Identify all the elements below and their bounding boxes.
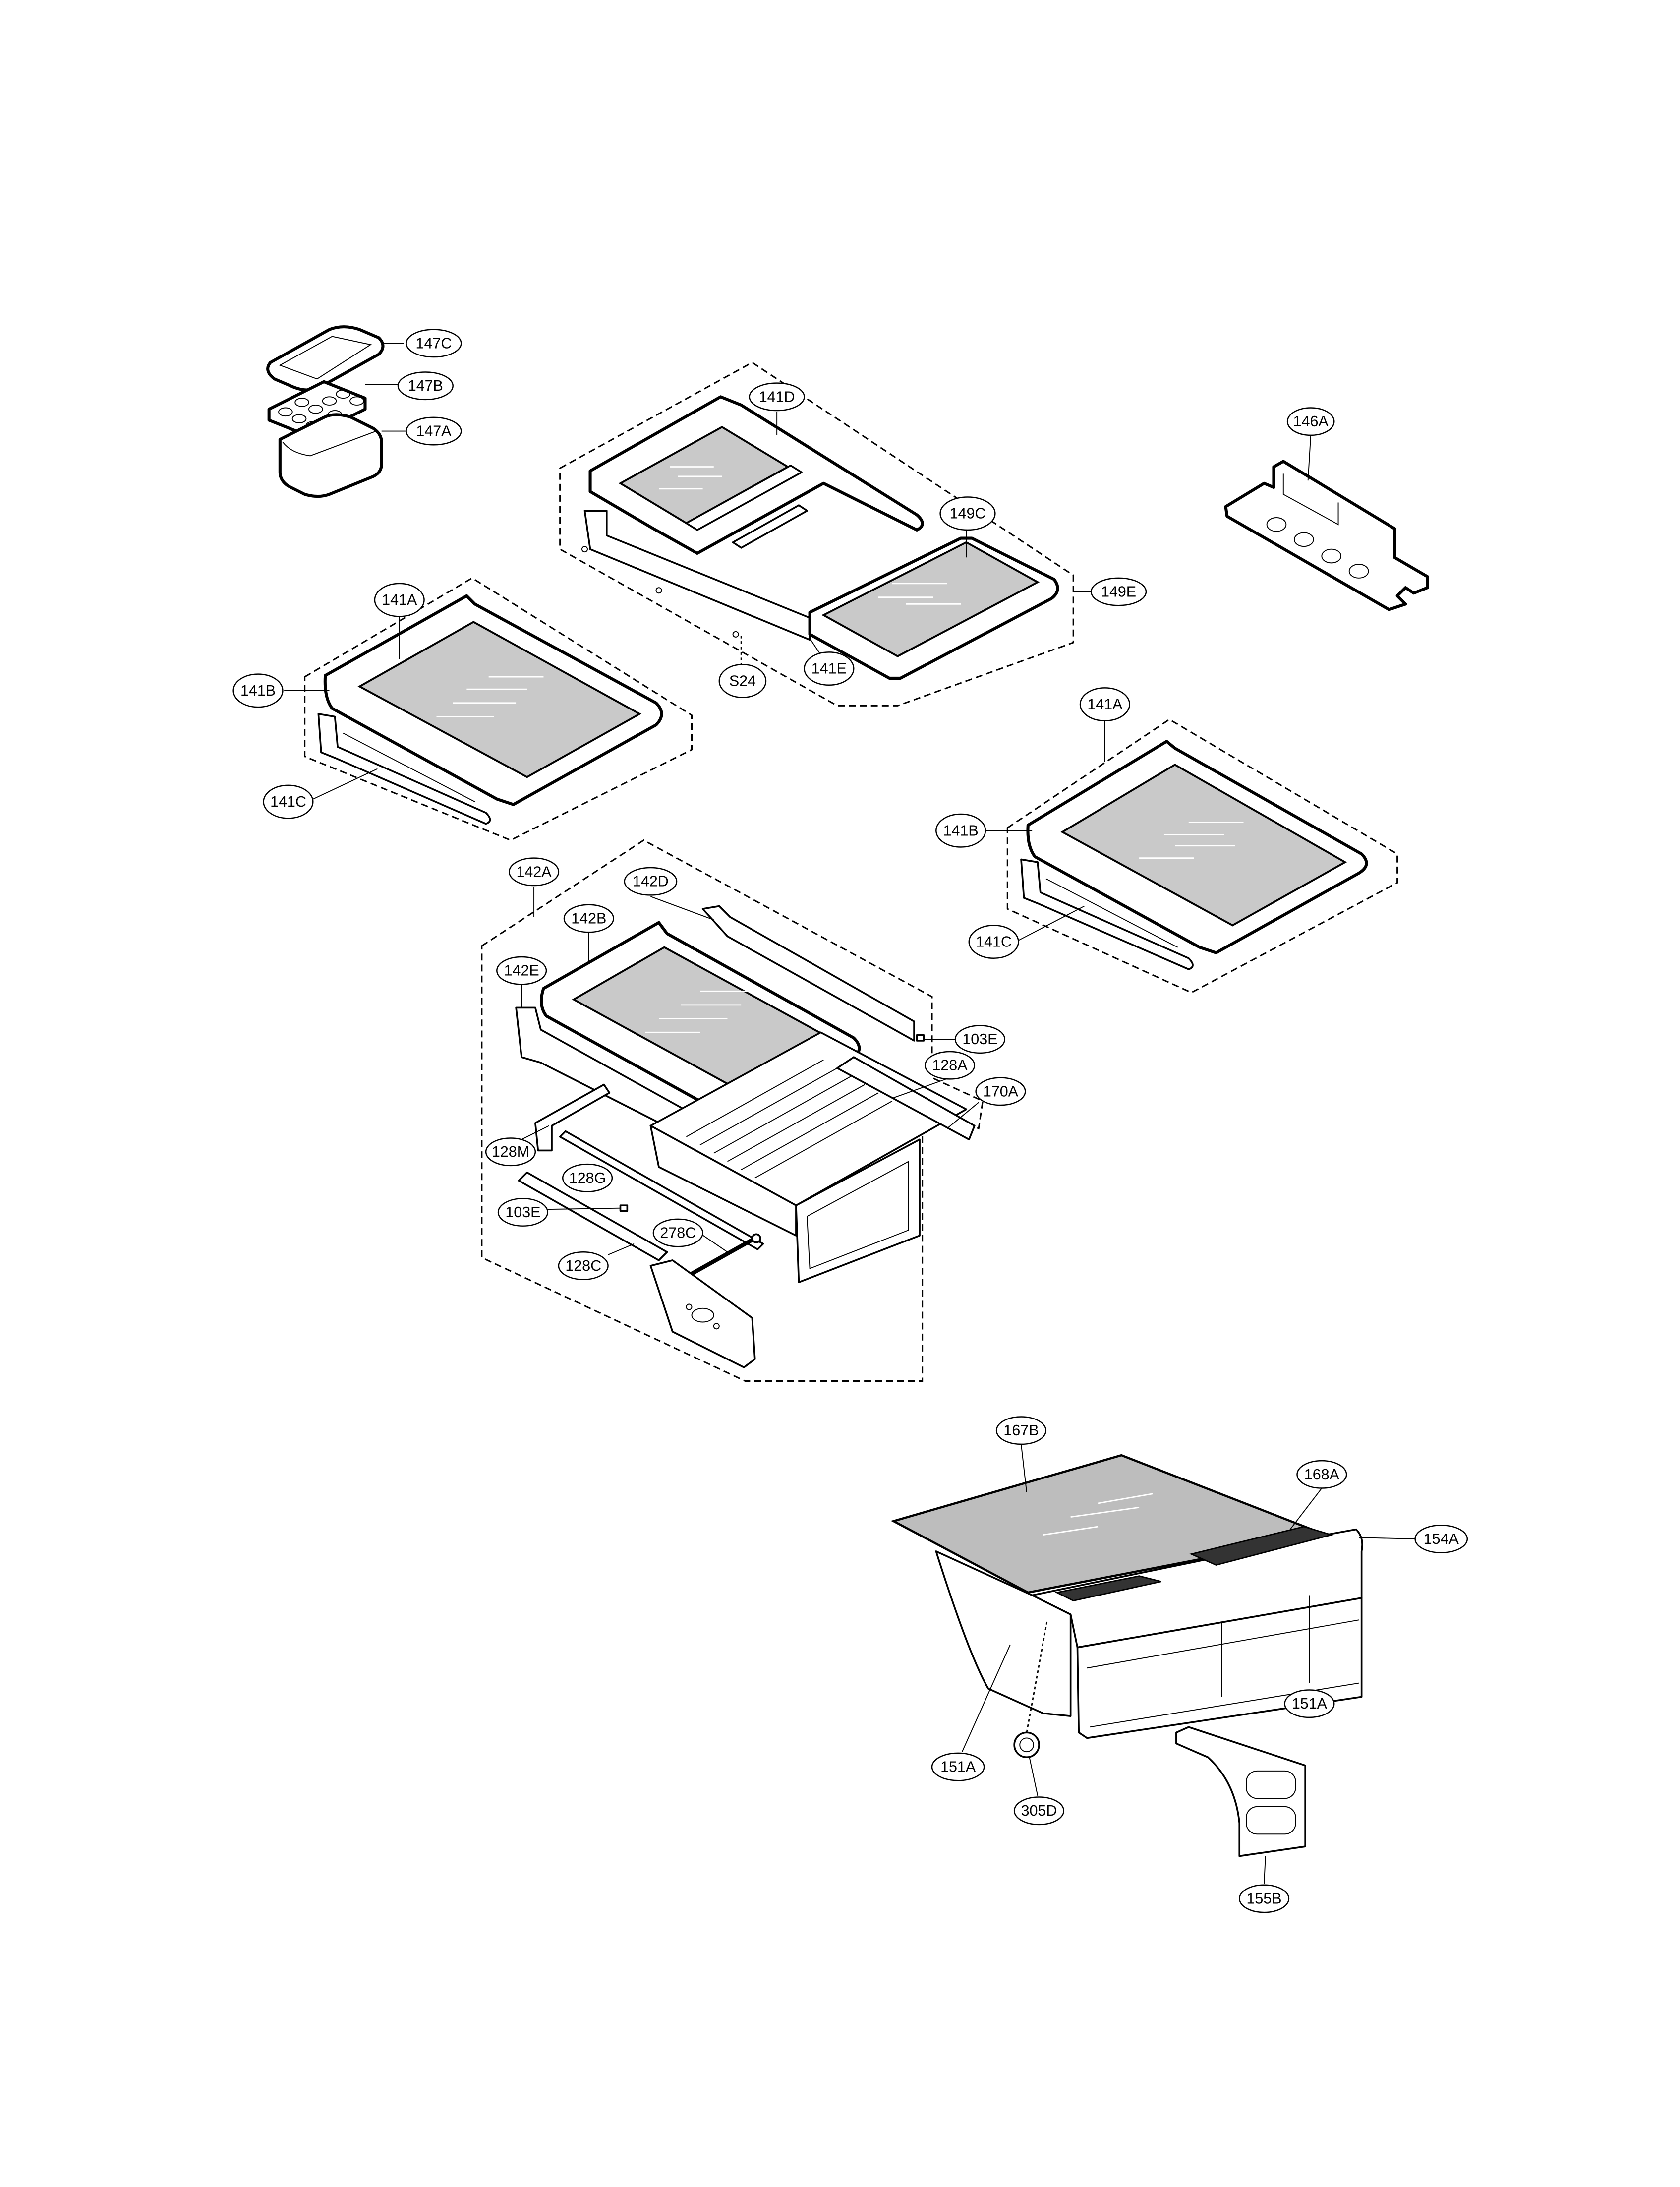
svg-text:154A: 154A: [1424, 1531, 1459, 1547]
svg-text:146A: 146A: [1293, 413, 1329, 430]
label-141A-right[interactable]: 141A: [1079, 687, 1130, 722]
svg-text:305D: 305D: [1021, 1802, 1057, 1819]
crisper-assembly: [890, 1454, 1363, 1857]
svg-text:141C: 141C: [270, 793, 306, 810]
label-142A[interactable]: 142A: [508, 857, 560, 887]
label-146A[interactable]: 146A: [1286, 407, 1335, 436]
svg-text:167B: 167B: [1003, 1422, 1039, 1439]
label-147B[interactable]: 147B: [397, 371, 454, 401]
label-147C[interactable]: 147C: [406, 329, 462, 358]
leader-lines-egg-tray: [365, 343, 406, 432]
svg-text:141A: 141A: [382, 591, 417, 608]
label-149C[interactable]: 149C: [939, 496, 996, 531]
label-141B-right[interactable]: 141B: [935, 813, 986, 848]
svg-text:278C: 278C: [660, 1225, 696, 1241]
right-shelf-assembly: [1006, 718, 1398, 994]
label-103E-bottom[interactable]: 103E: [497, 1198, 548, 1227]
svg-text:141A: 141A: [1087, 696, 1123, 713]
pantry-drawer-assembly: [481, 839, 984, 1382]
egg-tray-assembly: [266, 325, 385, 498]
label-141C-right[interactable]: 141C: [968, 925, 1019, 959]
svg-text:151A: 151A: [1292, 1695, 1328, 1712]
svg-text:141E: 141E: [811, 660, 847, 677]
svg-text:149C: 149C: [950, 505, 986, 522]
label-141C-left[interactable]: 141C: [263, 784, 314, 819]
label-142D[interactable]: 142D: [624, 867, 678, 896]
label-278C[interactable]: 278C: [652, 1218, 703, 1247]
svg-text:147A: 147A: [416, 423, 452, 440]
label-128A[interactable]: 128A: [924, 1051, 976, 1080]
label-141B-left[interactable]: 141B: [232, 673, 284, 708]
svg-text:147B: 147B: [408, 377, 443, 394]
leader-lines-left-shelf: [284, 615, 400, 801]
label-154A[interactable]: 154A: [1414, 1525, 1468, 1553]
svg-text:103E: 103E: [505, 1204, 540, 1221]
label-155B[interactable]: 155B: [1238, 1884, 1290, 1913]
label-149E[interactable]: 149E: [1090, 577, 1147, 606]
label-S24[interactable]: S24: [718, 664, 767, 698]
label-305D[interactable]: 305D: [1013, 1796, 1065, 1826]
left-shelf-assembly: [304, 577, 693, 841]
svg-text:142A: 142A: [517, 863, 552, 880]
leader-146A: [1307, 435, 1312, 481]
label-141A-left[interactable]: 141A: [374, 583, 425, 617]
svg-text:155B: 155B: [1247, 1890, 1282, 1907]
svg-text:149E: 149E: [1101, 584, 1136, 600]
svg-text:147C: 147C: [416, 335, 452, 352]
label-151A-right[interactable]: 151A: [1284, 1689, 1335, 1718]
svg-text:168A: 168A: [1304, 1466, 1340, 1483]
svg-text:S24: S24: [729, 672, 756, 689]
svg-text:142D: 142D: [633, 873, 669, 890]
svg-text:103E: 103E: [962, 1031, 997, 1048]
svg-text:170A: 170A: [983, 1083, 1019, 1100]
label-128C[interactable]: 128C: [558, 1251, 609, 1280]
label-142B[interactable]: 142B: [563, 904, 614, 933]
svg-text:141D: 141D: [759, 388, 795, 405]
label-151A-left[interactable]: 151A: [931, 1752, 985, 1781]
svg-text:128C: 128C: [565, 1257, 601, 1274]
label-141D[interactable]: 141D: [749, 382, 805, 412]
svg-text:141B: 141B: [240, 682, 276, 699]
leader-lines-right-shelf: [985, 720, 1105, 943]
label-128M[interactable]: 128M: [485, 1137, 536, 1167]
label-170A[interactable]: 170A: [975, 1077, 1026, 1106]
label-103E-top[interactable]: 103E: [954, 1025, 1006, 1054]
svg-text:128M: 128M: [492, 1143, 529, 1160]
label-168A[interactable]: 168A: [1296, 1460, 1347, 1489]
label-128G[interactable]: 128G: [562, 1163, 613, 1192]
svg-text:128A: 128A: [932, 1057, 968, 1074]
svg-text:142B: 142B: [571, 910, 606, 927]
svg-text:142E: 142E: [504, 962, 539, 979]
svg-text:151A: 151A: [940, 1759, 976, 1775]
label-142E[interactable]: 142E: [496, 956, 547, 985]
leader-lines-crisper: [962, 1444, 1417, 1884]
label-167B[interactable]: 167B: [995, 1416, 1047, 1445]
svg-text:141B: 141B: [943, 822, 979, 839]
svg-text:141C: 141C: [976, 934, 1012, 950]
sliding-shelf-assembly: [559, 361, 1074, 707]
label-141E[interactable]: 141E: [804, 651, 855, 686]
label-147A[interactable]: 147A: [406, 416, 462, 446]
svg-text:128G: 128G: [569, 1170, 606, 1186]
bin-rack-146A: [1224, 460, 1429, 611]
